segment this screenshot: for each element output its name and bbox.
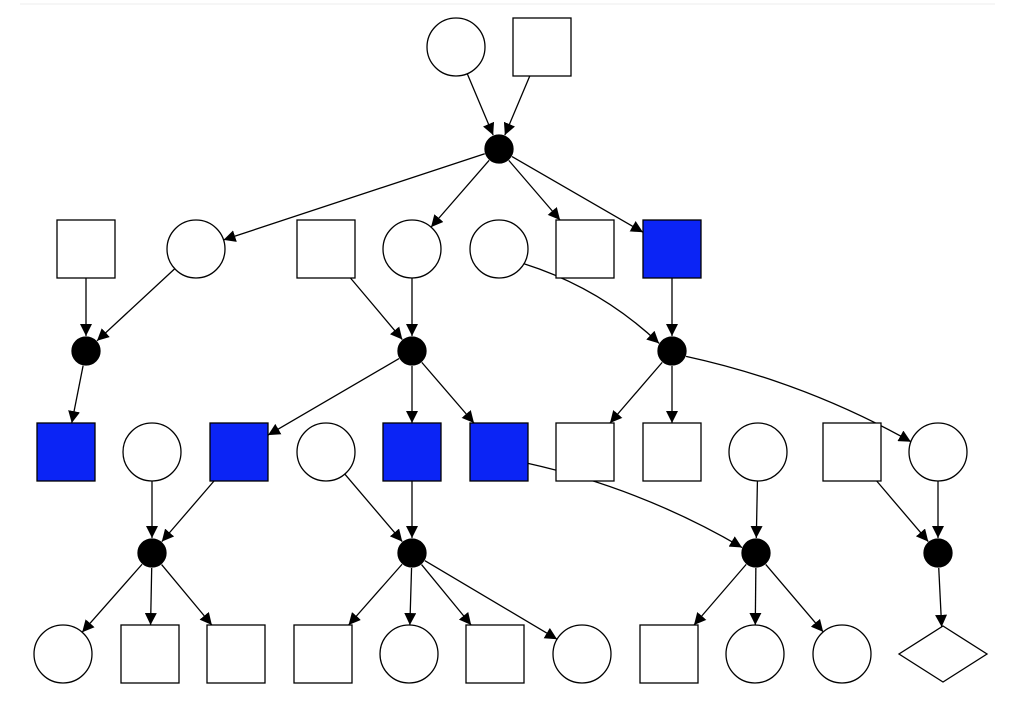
edge-u6-to-g4_sq_d bbox=[421, 564, 472, 626]
edge-u7-to-g4_ci_e bbox=[765, 563, 824, 633]
edge-u4-to-g3_ci_d bbox=[685, 355, 912, 443]
male-node-g3_sq_a bbox=[36, 422, 96, 482]
female-node-g2_ci_c bbox=[469, 219, 529, 279]
edge-u6-to-g4_sq_c bbox=[348, 563, 403, 626]
union-node-u3 bbox=[397, 336, 427, 366]
edge-u5-to-g4_ci_a bbox=[81, 563, 143, 633]
female-node-g4_ci_c bbox=[552, 624, 612, 684]
edge-u2-to-g3_sq_a bbox=[68, 365, 84, 424]
female-node-g2_ci_a bbox=[166, 219, 226, 279]
male-node-g3_sq_f bbox=[642, 422, 702, 482]
union-node-u7 bbox=[741, 538, 771, 568]
edge-g1_f-to-u1 bbox=[466, 73, 495, 136]
edge-u5-to-g4_sq_b bbox=[161, 564, 213, 626]
nodes-layer bbox=[33, 17, 989, 684]
male-node-g3_sq_c bbox=[382, 422, 442, 482]
male-node-g2_sq_d bbox=[642, 219, 702, 279]
edge-u7-to-g4_ci_d bbox=[749, 567, 762, 626]
edge-u6-to-g4_ci_c bbox=[424, 560, 558, 640]
female-node-g3_ci_c bbox=[728, 422, 788, 482]
male-node-g4_sq_e bbox=[639, 624, 699, 684]
female-node-g2_ci_b bbox=[382, 219, 442, 279]
edge-u1-to-g2_ci_b bbox=[430, 159, 490, 228]
edge-g2_ci_c-to-u4 bbox=[523, 263, 660, 344]
edge-g3_sq_g-to-u8 bbox=[876, 480, 929, 543]
edge-u3-to-g3_sq_b bbox=[267, 358, 400, 436]
female-node-g1_f bbox=[426, 17, 486, 77]
female-node-g4_ci_e bbox=[812, 624, 872, 684]
female-node-g4_ci_b bbox=[379, 624, 439, 684]
edge-u8-to-g4_di_a bbox=[935, 567, 948, 627]
male-node-g4_sq_c bbox=[293, 624, 353, 684]
female-node-g4_ci_d bbox=[725, 624, 785, 684]
female-node-g3_ci_b bbox=[296, 422, 356, 482]
edge-g3_ci_b-to-u6 bbox=[344, 473, 403, 543]
edge-g2_ci_a-to-u2 bbox=[96, 268, 176, 342]
union-node-u6 bbox=[397, 538, 427, 568]
edge-g1_m-to-u1 bbox=[503, 75, 531, 136]
edge-u7-to-g4_sq_e bbox=[693, 563, 747, 626]
edge-u6-to-g4_ci_b bbox=[404, 567, 417, 626]
union-node-u2 bbox=[71, 336, 101, 366]
union-node-u8 bbox=[923, 538, 953, 568]
female-node-g4_ci_a bbox=[33, 624, 93, 684]
edge-u4-to-g3_sq_e bbox=[609, 361, 663, 424]
male-node-g3_sq_e bbox=[555, 422, 615, 482]
male-node-g4_sq_b bbox=[206, 624, 266, 684]
male-node-g2_sq_b bbox=[296, 219, 356, 279]
edge-g2_sq_b-to-u3 bbox=[349, 277, 403, 340]
female-node-g3_ci_d bbox=[908, 422, 968, 482]
male-node-g2_sq_c bbox=[555, 219, 615, 279]
male-node-g3_sq_d bbox=[469, 422, 529, 482]
edge-g3_sq_b-to-u5 bbox=[161, 480, 215, 543]
edge-g3_ci_c-to-u7 bbox=[750, 480, 763, 539]
male-node-g4_sq_a bbox=[120, 624, 180, 684]
edge-u1-to-g2_ci_a bbox=[223, 153, 485, 242]
union-node-u4 bbox=[657, 336, 687, 366]
male-node-g2_sq_a bbox=[56, 219, 116, 279]
union-node-u1 bbox=[484, 134, 514, 164]
union-node-u5 bbox=[137, 538, 167, 568]
edges-layer bbox=[68, 73, 948, 640]
male-node-g1_m bbox=[512, 17, 572, 77]
male-node-g3_sq_b bbox=[209, 422, 269, 482]
edge-u5-to-g4_sq_a bbox=[144, 567, 157, 626]
male-node-g4_sq_d bbox=[465, 624, 525, 684]
edge-u1-to-g2_sq_c bbox=[508, 159, 561, 221]
female-node-g3_ci_a bbox=[122, 422, 182, 482]
edge-u1-to-g2_sq_d bbox=[511, 155, 644, 233]
male-node-g3_sq_g bbox=[822, 422, 882, 482]
edge-u3-to-g3_sq_d bbox=[421, 361, 475, 424]
unknown-sex-node-g4_di_a bbox=[897, 625, 989, 683]
